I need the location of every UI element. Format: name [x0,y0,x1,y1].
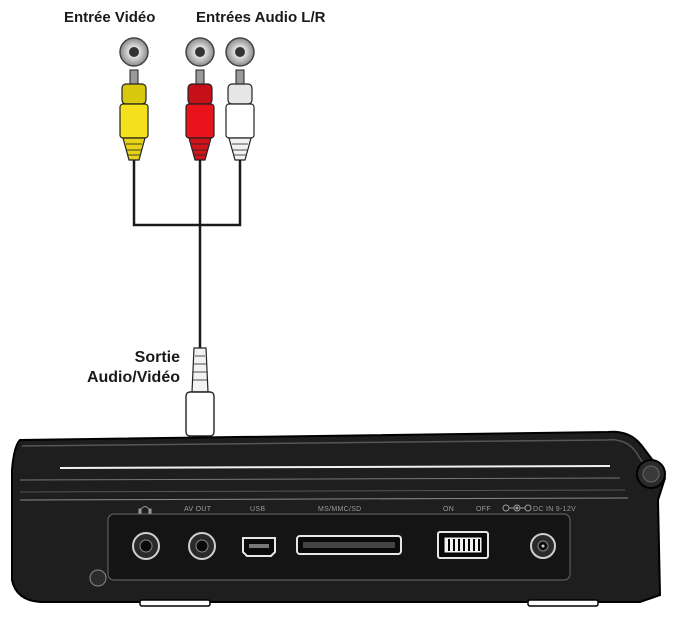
dvd-player [11,430,667,607]
card-slot[interactable] [296,535,402,555]
dc-in-label: DC IN 9-12V [533,506,576,513]
usb-label: USB [250,506,265,513]
audio-right-plug-icon [225,69,255,161]
video-plug-icon [119,69,149,161]
headphone-jack[interactable] [132,532,160,560]
power-switch[interactable] [437,531,489,559]
power-off-label: OFF [476,506,491,513]
av-cable [132,160,242,348]
audio-right-jack-icon [225,37,255,67]
av-out-jack[interactable] [188,532,216,560]
av-output-label-line2: Audio/Vidéo [86,369,180,386]
audio-left-plug-icon [185,69,215,161]
audio-input-label: Entrées Audio L/R [196,9,326,26]
dc-polarity-icon [502,504,532,512]
dc-in-jack[interactable] [530,533,556,559]
power-on-label: ON [443,506,454,513]
card-slot-label: MS/MMC/SD [318,506,362,513]
usb-port[interactable] [242,537,276,557]
av-out-label: AV OUT [184,506,212,513]
av-output-label: Sortie Audio/Vidéo [60,348,180,388]
headphone-icon [138,506,152,514]
video-jack-icon [119,37,149,67]
audio-left-jack-icon [185,37,215,67]
av-output-label-line1: Sortie [134,349,180,366]
video-input-label: Entrée Vidéo [64,9,156,26]
